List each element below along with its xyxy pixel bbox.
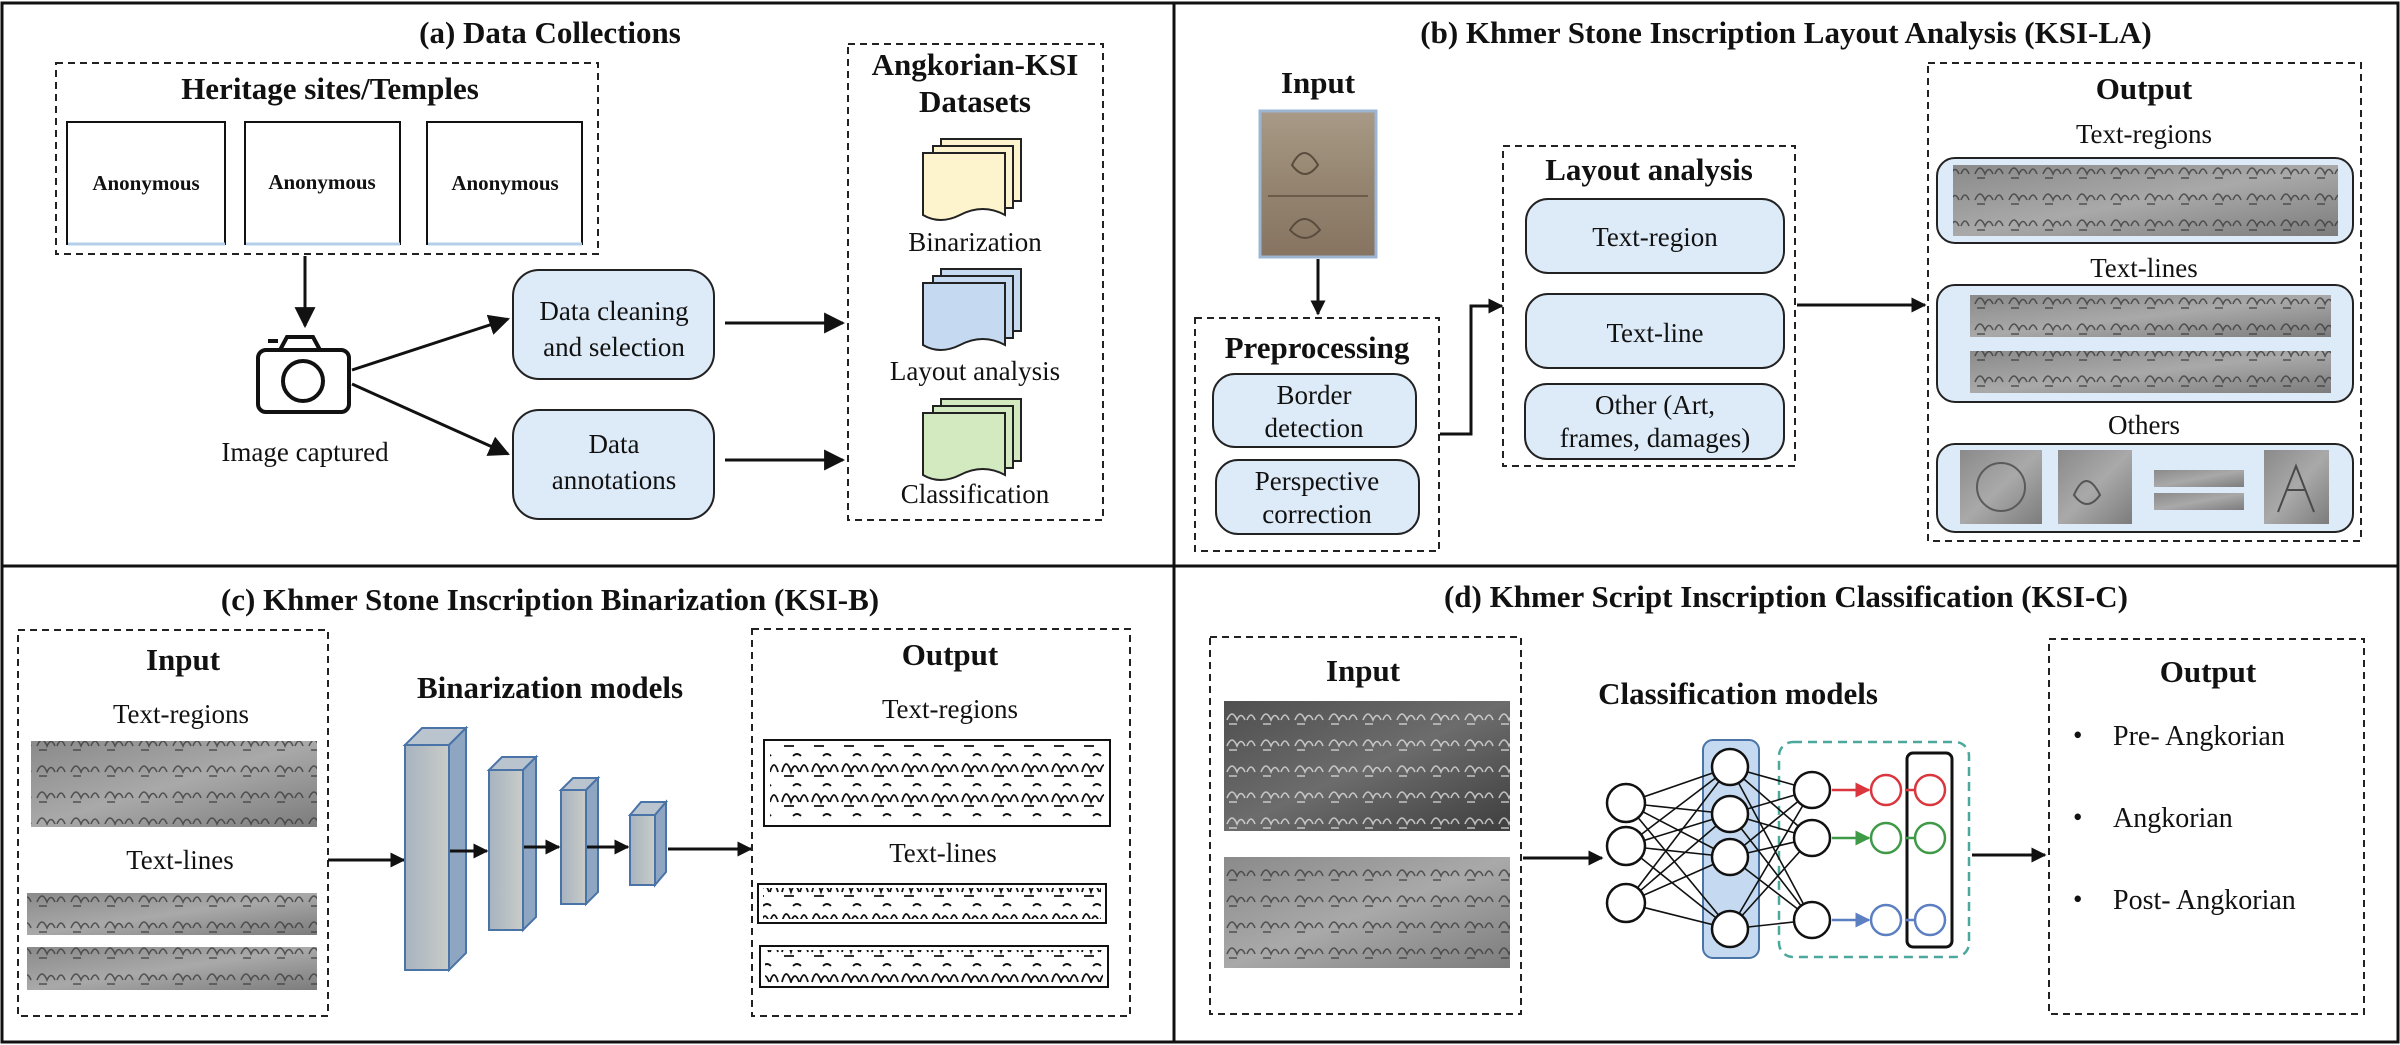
layout-docs-icon bbox=[922, 268, 1022, 351]
class-bullet-2: • bbox=[2073, 802, 2082, 832]
heritage-sites-label: Heritage sites/Temples bbox=[181, 71, 479, 106]
text-region-box: Text-region bbox=[1525, 198, 1785, 274]
binarization-docs-icon bbox=[922, 138, 1022, 221]
border-line2: detection bbox=[1265, 413, 1364, 443]
site-card-1: Anonymous bbox=[66, 121, 226, 246]
out-text-lines-strip bbox=[1936, 284, 2354, 403]
persp-line2: correction bbox=[1262, 499, 1372, 529]
panel-b-output-label: Output bbox=[2096, 71, 2193, 106]
panel-c-output-group bbox=[751, 628, 1131, 1017]
out-others-strip bbox=[1936, 443, 2354, 533]
site-card-2-label: Anonymous bbox=[268, 170, 375, 194]
classification-models-label: Classification models bbox=[1598, 676, 1878, 711]
camera-icon bbox=[256, 335, 351, 414]
panel-d-input-group bbox=[1209, 636, 1522, 1015]
other-line1: Other (Art, bbox=[1595, 390, 1715, 420]
classification-network bbox=[1605, 739, 1971, 959]
heritage-sites-group bbox=[55, 62, 599, 255]
class-post-angkorian: Post- Angkorian bbox=[2113, 885, 2296, 916]
out-others-label: Others bbox=[2108, 410, 2180, 440]
panel-d-title: (d) Khmer Script Inscription Classificat… bbox=[1444, 579, 2128, 614]
layout-analysis-label: Layout analysis bbox=[1545, 152, 1753, 187]
text-line-box: Text-line bbox=[1525, 293, 1785, 369]
class-list: • Pre- Angkorian • Angkorian • Post- Ang… bbox=[2073, 720, 2296, 916]
camera-label: Image captured bbox=[221, 437, 389, 467]
datasets-group bbox=[847, 43, 1104, 521]
site-card-2: Anonymous bbox=[244, 121, 401, 246]
persp-line1: Perspective bbox=[1255, 466, 1379, 496]
preprocessing-label: Preprocessing bbox=[1225, 330, 1410, 365]
data-cleaning-line2: and selection bbox=[543, 332, 685, 362]
panel-d-output-group bbox=[2048, 638, 2365, 1015]
site-card-3: Anonymous bbox=[426, 121, 583, 246]
border-detection-box: Border detection bbox=[1212, 373, 1417, 448]
data-annotations-box: Data annotations bbox=[512, 409, 715, 520]
classification-docs-icon bbox=[922, 398, 1022, 481]
data-annotations-line1: Data bbox=[589, 429, 640, 459]
text-line-label: Text-line bbox=[1606, 318, 1703, 348]
data-cleaning-box: Data cleaning and selection bbox=[512, 269, 715, 380]
binarization-network-blocks bbox=[402, 725, 669, 973]
datasets-label-line1: Angkorian-KSI bbox=[872, 47, 1079, 82]
ds-classification-label: Classification bbox=[901, 479, 1050, 509]
class-angkorian: Angkorian bbox=[2113, 803, 2233, 834]
panel-c-out-text-lines-label: Text-lines bbox=[889, 838, 997, 868]
panel-c-input-lines-image bbox=[27, 893, 317, 990]
site-card-3-label: Anonymous bbox=[451, 171, 558, 195]
data-cleaning-line1: Data cleaning bbox=[539, 296, 688, 326]
panel-c-output-label: Output bbox=[902, 637, 999, 672]
layout-analysis-group bbox=[1502, 145, 1796, 467]
datasets-label-line2: Datasets bbox=[919, 84, 1031, 119]
panel-c-input-region-image bbox=[31, 741, 317, 827]
panel-b-input-label: Input bbox=[1281, 65, 1356, 100]
panel-c-title: (c) Khmer Stone Inscription Binarization… bbox=[221, 582, 879, 617]
perspective-correction-box: Perspective correction bbox=[1215, 459, 1420, 535]
other-regions-box: Other (Art, frames, damages) bbox=[1524, 383, 1785, 460]
text-region-label: Text-region bbox=[1592, 222, 1718, 252]
panel-c-in-text-regions-label: Text-regions bbox=[113, 699, 249, 729]
out-text-lines-label: Text-lines bbox=[2090, 253, 2198, 283]
panel-b-title: (b) Khmer Stone Inscription Layout Analy… bbox=[1420, 15, 2151, 50]
panel-d-input-label: Input bbox=[1326, 653, 1401, 688]
arrow-camera-to-cleaning bbox=[351, 314, 510, 372]
arrow-preprocessing-to-layout bbox=[1440, 298, 1504, 436]
class-bullet-3: • bbox=[2073, 884, 2082, 914]
preprocessing-group bbox=[1194, 317, 1440, 552]
panel-b-output-group bbox=[1927, 62, 2362, 542]
binarized-lines-output bbox=[757, 883, 1109, 988]
panel-a-title: (a) Data Collections bbox=[419, 15, 681, 50]
class-pre-angkorian: Pre- Angkorian bbox=[2113, 721, 2285, 752]
out-text-regions-label: Text-regions bbox=[2076, 119, 2212, 149]
out-text-regions-strip bbox=[1936, 157, 2354, 244]
arrow-camera-to-annotations bbox=[351, 382, 510, 456]
ds-layout-label: Layout analysis bbox=[890, 356, 1060, 386]
binarization-models-label: Binarization models bbox=[417, 670, 683, 705]
binarized-region-output bbox=[763, 739, 1111, 827]
panel-d-input-image-1 bbox=[1224, 701, 1510, 831]
input-stela-image bbox=[1258, 109, 1378, 259]
panel-c-in-text-lines-label: Text-lines bbox=[126, 845, 234, 875]
panel-d-input-image-2 bbox=[1224, 857, 1510, 968]
other-line2: frames, damages) bbox=[1560, 423, 1750, 453]
panel-c-out-text-regions-label: Text-regions bbox=[882, 694, 1018, 724]
site-card-1-label: Anonymous bbox=[92, 171, 199, 195]
class-bullet-1: • bbox=[2073, 720, 2082, 750]
panel-d-output-label: Output bbox=[2160, 654, 2257, 689]
panel-c-input-label: Input bbox=[146, 642, 221, 677]
data-annotations-line2: annotations bbox=[552, 465, 676, 495]
border-line1: Border bbox=[1277, 380, 1352, 410]
ds-binarization-label: Binarization bbox=[908, 227, 1042, 257]
